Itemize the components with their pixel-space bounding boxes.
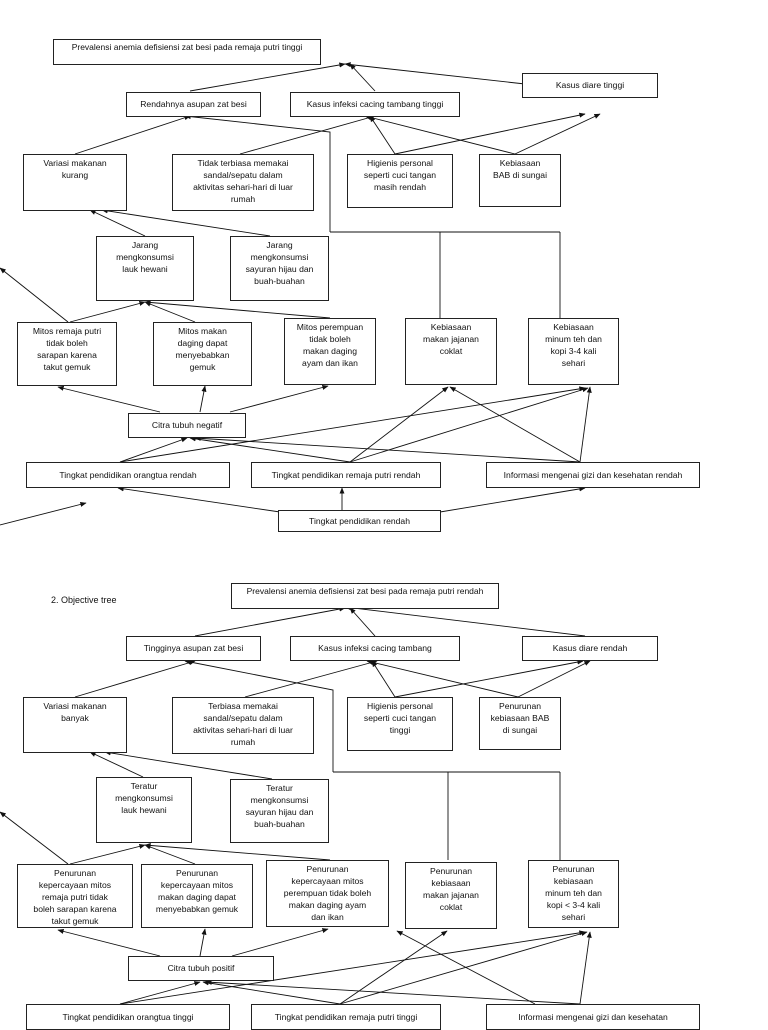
problem-prevalence-box: Prevalensi anemia defisiensi zat besi pa… [53, 39, 321, 65]
objective-hygiene-box: Higienis personal seperti cuci tangan ti… [347, 697, 453, 751]
objective-parent-edu-box: Tingkat pendidikan orangtua tinggi [26, 1004, 230, 1030]
problem-worm-infection-box: Kasus infeksi cacing tambang tinggi [290, 92, 460, 117]
problem-parent-edu-box: Tingkat pendidikan orangtua rendah [26, 462, 230, 488]
problem-diarrhea-box: Kasus diare tinggi [522, 73, 658, 98]
problem-myth-breakfast-box: Mitos remaja putri tidak boleh sarapan k… [17, 322, 117, 386]
objective-myth-meat-box: Penurunan kepercayaan mitos makan daging… [141, 864, 253, 928]
problem-tea-habit-box: Kebiasaan minum teh dan kopi 3-4 kali se… [528, 318, 619, 385]
objective-regular-veg-box: Teratur mengkonsumsi sayuran hijau dan b… [230, 779, 329, 843]
objective-info-box: Informasi mengenai gizi dan kesehatan [486, 1004, 700, 1030]
objective-myth-breakfast-box: Penurunan kepercayaan mitos remaja putri… [17, 864, 133, 928]
objective-tree-heading: 2. Objective tree [51, 595, 117, 605]
objective-girl-edu-box: Tingkat pendidikan remaja putri tinggi [251, 1004, 441, 1030]
problem-bab-habit-box: Kebiasaan BAB di sungai [479, 154, 561, 207]
objective-body-image-box: Citra tubuh positif [128, 956, 274, 981]
objective-tea-reduce-box: Penurunan kebiasaan minum teh dan kopi <… [528, 860, 619, 928]
problem-snack-habit-box: Kebiasaan makan jajanan coklat [405, 318, 497, 385]
objective-myth-women-box: Penurunan kepercayaan mitos perempuan ti… [266, 860, 389, 927]
objective-bab-reduce-box: Penurunan kebiasaan BAB di sungai [479, 697, 561, 750]
objective-footwear-box: Terbiasa memakai sandal/sepatu dalam akt… [172, 697, 314, 754]
problem-hygiene-box: Higienis personal seperti cuci tangan ma… [347, 154, 453, 208]
objective-snack-reduce-box: Penurunan kebiasaan makan jajanan coklat [405, 862, 497, 929]
problem-myth-meat-box: Mitos makan daging dapat menyebabkan gem… [153, 322, 252, 386]
problem-rare-animal-box: Jarang mengkonsumsi lauk hewani [96, 236, 194, 301]
problem-low-edu-box: Tingkat pendidikan rendah [278, 510, 441, 532]
objective-regular-animal-box: Teratur mengkonsumsi lauk hewani [96, 777, 192, 843]
objective-food-variety-box: Variasi makanan banyak [23, 697, 127, 753]
objective-diarrhea-box: Kasus diare rendah [522, 636, 658, 661]
problem-no-footwear-box: Tidak terbiasa memakai sandal/sepatu dal… [172, 154, 314, 211]
problem-info-box: Informasi mengenai gizi dan kesehatan re… [486, 462, 700, 488]
objective-worm-infection-box: Kasus infeksi cacing tambang [290, 636, 460, 661]
objective-high-intake-box: Tingginya asupan zat besi [126, 636, 261, 661]
problem-low-intake-box: Rendahnya asupan zat besi [126, 92, 261, 117]
problem-food-variety-box: Variasi makanan kurang [23, 154, 127, 211]
objective-prevalence-box: Prevalensi anemia defisiensi zat besi pa… [231, 583, 499, 609]
problem-rare-veg-box: Jarang mengkonsumsi sayuran hijau dan bu… [230, 236, 329, 301]
problem-girl-edu-box: Tingkat pendidikan remaja putri rendah [251, 462, 441, 488]
problem-body-image-box: Citra tubuh negatif [128, 413, 246, 438]
problem-myth-women-box: Mitos perempuan tidak boleh makan daging… [284, 318, 376, 385]
